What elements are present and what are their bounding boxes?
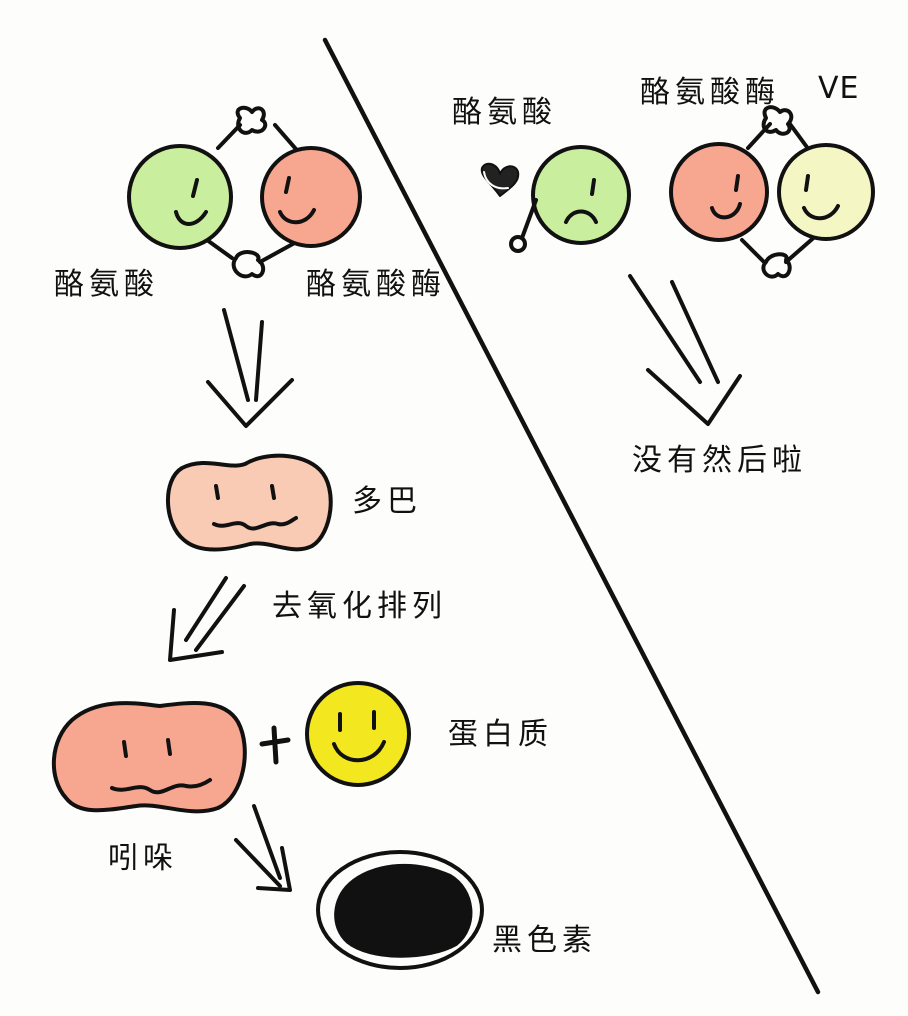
arrow-to-melanin (234, 804, 292, 892)
protein-label: 蛋白质 (448, 717, 553, 752)
plus-sign (259, 725, 291, 765)
process-label: 去氧化排列 (272, 589, 447, 624)
left-enzyme-face (260, 146, 362, 248)
left-enzyme-label: 酪氨酸酶 (306, 267, 446, 302)
result-label: 没有然后啦 (632, 443, 807, 478)
divider-line (322, 37, 821, 995)
melanin-label: 黑色素 (492, 923, 597, 958)
arrow-to-dopa (206, 308, 294, 428)
indole-blob (52, 700, 247, 814)
vitamin-e-face (777, 143, 875, 241)
heart-icon (480, 162, 520, 197)
melanin-blob (316, 850, 484, 970)
dopa-blob (166, 453, 333, 552)
right-tyrosine-label: 酪氨酸 (452, 95, 557, 130)
left-tyrosine-face (127, 144, 233, 250)
arrow-to-indole (168, 576, 246, 662)
indole-label: 吲哚 (108, 841, 178, 876)
left-tyrosine-label: 酪氨酸 (54, 267, 159, 302)
protein-face (305, 681, 411, 787)
vitamin-label: VE (818, 71, 860, 106)
arrow-to-result (628, 274, 742, 426)
right-enzyme-label: 酪氨酸酶 (640, 75, 780, 110)
right-enzyme-face (669, 142, 769, 242)
right-tyrosine-face (509, 145, 631, 253)
dopa-label: 多巴 (352, 484, 422, 519)
